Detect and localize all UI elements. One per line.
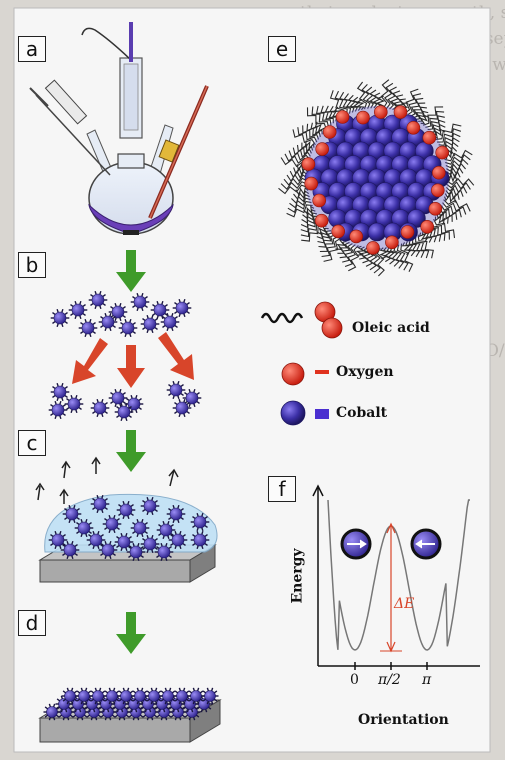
oxygen-atom <box>431 184 444 197</box>
tick-label-pi: π <box>422 672 431 688</box>
oxygen-atom <box>436 146 449 159</box>
cobalt-atom <box>368 223 386 241</box>
panel-label-d: d <box>18 610 46 636</box>
oxygen-atom <box>432 166 445 179</box>
legend-oleic-acid-label: Oleic acid <box>352 320 430 336</box>
delta-e-label: ΔE <box>394 596 414 612</box>
oxygen-atom <box>367 241 380 254</box>
moment-down-icon <box>412 530 440 558</box>
cobalt-swatch <box>315 409 329 419</box>
oxygen-atom <box>429 202 442 215</box>
oxygen-atom <box>357 111 370 124</box>
legend-oxygen-label: Oxygen <box>336 364 394 380</box>
oxygen-atom <box>407 121 420 134</box>
oxygen-atom <box>421 220 434 233</box>
panel-label-f: f <box>268 476 296 502</box>
x-axis-label: Orientation <box>358 712 449 728</box>
oxygen-atom <box>385 236 398 249</box>
panel-label-e: e <box>268 36 296 62</box>
oxygen-swatch <box>315 370 329 374</box>
oxygen-atom <box>313 194 326 207</box>
panel-label-a: a <box>18 36 46 62</box>
panel-label-b: b <box>18 252 46 278</box>
oxygen-atom <box>401 226 414 239</box>
legend-cobalt-label: Cobalt <box>336 405 387 421</box>
oxygen-icon <box>282 363 304 385</box>
oxygen-atom <box>315 214 328 227</box>
oxygen-atom <box>350 230 363 243</box>
oxygen-atom <box>374 106 387 119</box>
oxygen-atom <box>323 126 336 139</box>
oxygen-atom <box>332 225 345 238</box>
assembled-monolayer <box>40 688 220 742</box>
oxygen-atom <box>316 143 329 156</box>
oxygen-atom <box>423 131 436 144</box>
y-axis-label: Energy <box>290 548 306 603</box>
oxygen-atom <box>305 177 318 190</box>
tick-label-0: 0 <box>350 672 359 688</box>
moment-up-icon <box>342 530 370 558</box>
panel-label-c: c <box>18 430 46 456</box>
oxygen-atom <box>394 106 407 119</box>
oxygen-atom <box>336 111 349 124</box>
cobalt-icon <box>281 401 305 425</box>
tick-label-half-pi: π/2 <box>378 672 401 688</box>
oxygen-atom <box>302 158 315 171</box>
